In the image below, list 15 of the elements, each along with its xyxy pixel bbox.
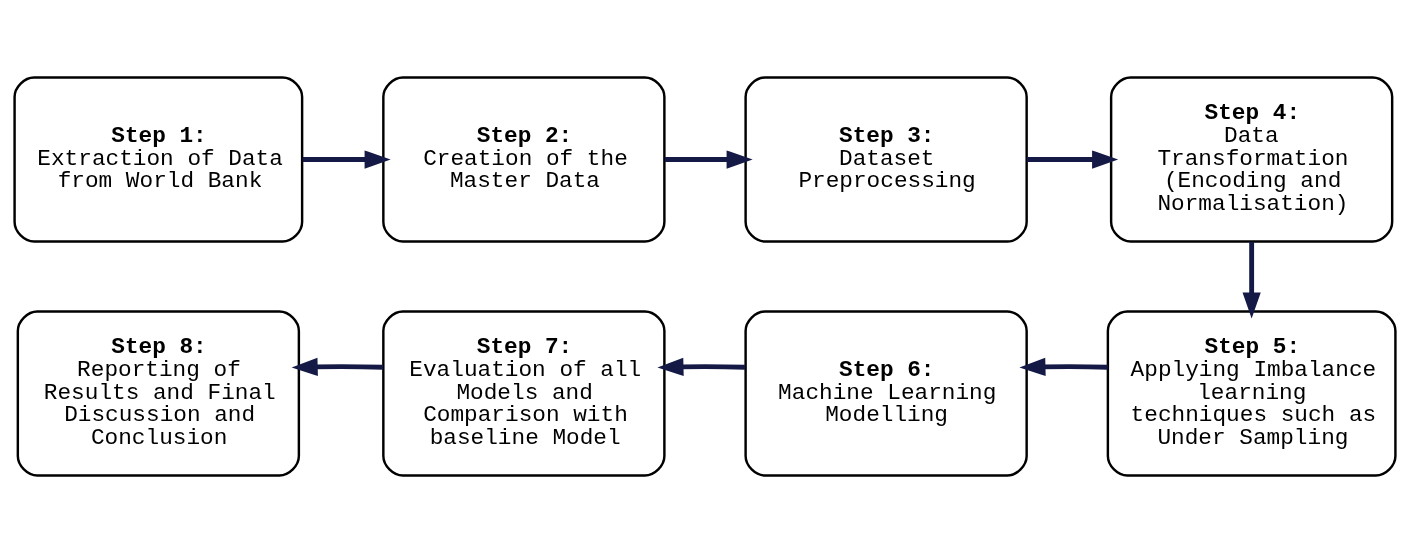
arrow xyxy=(664,149,753,169)
node-box: Step 6: Machine Learning Modelling xyxy=(744,309,1028,477)
arrow xyxy=(1019,357,1108,376)
arrow xyxy=(302,149,391,169)
node-box: Step 5: Applying Imbalance learning techniques such as Under Sampling xyxy=(1106,309,1397,477)
arrow xyxy=(291,357,384,376)
node-box: Step 2: Creation of the Master Data xyxy=(382,75,666,243)
node-box: Step 1: Extraction of Data from World Bank xyxy=(13,75,304,243)
arrow xyxy=(1242,241,1261,319)
node-box: Step 7: Evaluation of all Models and Comparison with baseline Model xyxy=(382,309,666,477)
arrow xyxy=(1026,149,1119,169)
arrow xyxy=(657,357,746,376)
node-box: Step 4: Data Transformation (Encoding and Normalisation) xyxy=(1109,75,1394,243)
node-box: Step 8: Reporting of Results and Final Discussion and Conclusion xyxy=(16,309,301,477)
node-box: Step 3: Dataset Preprocessing xyxy=(744,75,1028,243)
